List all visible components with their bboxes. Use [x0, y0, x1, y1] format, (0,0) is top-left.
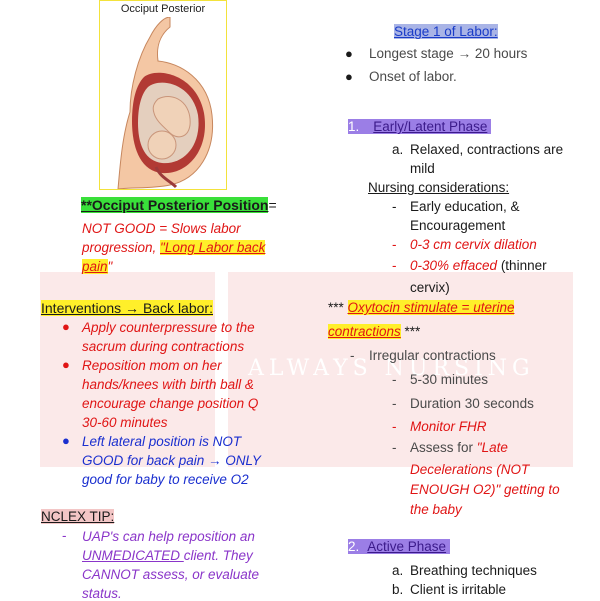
oxytocin-text1: Oxytocin stimulate = uterine: [347, 300, 515, 315]
op-desc-pain: pain: [82, 259, 108, 274]
interventions-title: Interventions → Back labor:: [41, 300, 213, 316]
nc3-thinner: (thinner: [497, 258, 547, 273]
nclex-tip-title: NCLEX TIP:: [41, 509, 115, 524]
nursing-considerations-title: Nursing considerations:: [368, 180, 510, 195]
active-b-label: b.: [392, 582, 404, 597]
active-a-label: a.: [392, 563, 404, 578]
early-a-line2: mild: [410, 161, 435, 176]
nclex-client: client. They: [183, 548, 253, 563]
stage-b2: Onset of labor.: [369, 69, 457, 84]
intervention-2-line1: Reposition mom on her: [82, 358, 222, 373]
nclex-unmedicated: UNMEDICATED: [82, 548, 184, 563]
figure-caption: Occiput Posterior: [120, 3, 206, 15]
nc3-line2: cervix): [410, 280, 450, 295]
intervention-3-line1: Left lateral position is NOT: [82, 434, 242, 449]
op-desc-progression: progression,: [82, 240, 161, 255]
nclex-line4: status.: [82, 586, 122, 601]
op-desc-quote-end: ": [107, 259, 113, 274]
irregular-contractions: Irregular contractions: [369, 348, 496, 363]
early-num: 1.: [348, 119, 374, 134]
stage-b1: Longest stage → 20 hours: [369, 46, 528, 61]
nc3-line1: 0-30% effaced (thinner: [410, 258, 547, 273]
early-a-label: a.: [392, 142, 404, 157]
stage-1-title: Stage 1 of Labor:: [394, 24, 498, 39]
op-desc-line1: NOT GOOD = Slows labor: [82, 221, 241, 236]
op-title-text: **Occiput Posterior Position: [81, 197, 269, 213]
active-title: Active Phase: [367, 539, 451, 554]
intervention-2-line2: hands/knees with birth ball &: [82, 377, 254, 392]
nclex-line1: UAP's can help reposition an: [82, 529, 255, 544]
op-title: **Occiput Posterior Position=: [81, 197, 277, 213]
irr4-assess: Assess for: [410, 440, 477, 455]
oxytocin-suffix: ***: [400, 324, 421, 339]
nc3-dash: -: [392, 258, 397, 273]
nc1-dash: -: [392, 199, 397, 214]
pregnant-abdomen-illustration: [117, 17, 214, 189]
irr1-dash: -: [392, 372, 397, 387]
stage-bullet-1: ●: [345, 46, 353, 61]
op-desc-line3: pain": [82, 259, 112, 274]
occiput-posterior-figure: Occiput Posterior: [99, 0, 227, 190]
irr4-late: "Late: [476, 440, 508, 455]
irr3: Monitor FHR: [410, 419, 487, 434]
intervention-bullet-3: ●: [62, 433, 70, 448]
irregular-dash: -: [350, 348, 355, 363]
stage-bullet-2: ●: [345, 69, 353, 84]
nc1-line2: Encouragement: [410, 218, 506, 233]
oxytocin-prefix: ***: [328, 300, 348, 315]
active-phase-heading: 2.Active Phase: [348, 539, 451, 554]
intervention-3-line3: good for baby to receive O2: [82, 472, 249, 487]
op-desc-long-labor: "Long Labor back: [160, 240, 266, 255]
op-equals: =: [268, 197, 277, 213]
irr4-dash: -: [392, 440, 397, 455]
watermark-text: ALWAYS NURSING: [248, 356, 535, 381]
irr2-dash: -: [392, 396, 397, 411]
nclex-line3: CANNOT assess, or evaluate: [82, 567, 260, 582]
irr4-line3: ENOUGH O2)" getting to: [410, 482, 560, 497]
irr2: Duration 30 seconds: [410, 396, 534, 411]
intervention-bullet-2: ●: [62, 357, 70, 372]
nc1-line1: Early education, &: [410, 199, 520, 214]
intervention-2-line4: 30-60 minutes: [82, 415, 168, 430]
oxytocin-line2: contractions ***: [328, 324, 420, 339]
nc2-dash: -: [392, 237, 397, 252]
oxytocin-line1: *** Oxytocin stimulate = uterine: [328, 300, 515, 315]
nc3-effaced: 0-30% effaced: [410, 258, 498, 273]
nclex-dash: -: [62, 528, 67, 543]
early-phase-heading: 1.Early/Latent Phase: [348, 119, 492, 134]
irr1: 5-30 minutes: [410, 372, 489, 387]
op-desc-line2: progression, "Long Labor back: [82, 240, 266, 255]
active-num: 2.: [348, 539, 368, 554]
early-title: Early/Latent Phase: [373, 119, 492, 134]
intervention-1-line1: Apply counterpressure to the: [82, 320, 255, 335]
irr4-line2: Decelerations (NOT: [410, 462, 530, 477]
irr4-line1: Assess for "Late: [410, 440, 508, 455]
intervention-3-line2: GOOD for back pain → ONLY: [82, 453, 261, 468]
irr3-dash: -: [392, 419, 397, 434]
nc2: 0-3 cm cervix dilation: [410, 237, 537, 252]
intervention-2-line3: encourage change position Q: [82, 396, 259, 411]
active-b: Client is irritable: [410, 582, 507, 597]
irr4-line4: the baby: [410, 502, 462, 517]
early-a-line1: Relaxed, contractions are: [410, 142, 564, 157]
nclex-line2: UNMEDICATED client. They: [82, 548, 253, 563]
active-a: Breathing techniques: [410, 563, 537, 578]
oxytocin-text2: contractions: [328, 324, 401, 339]
intervention-bullet-1: ●: [62, 319, 70, 334]
intervention-1-line2: sacrum during contractions: [82, 339, 245, 354]
